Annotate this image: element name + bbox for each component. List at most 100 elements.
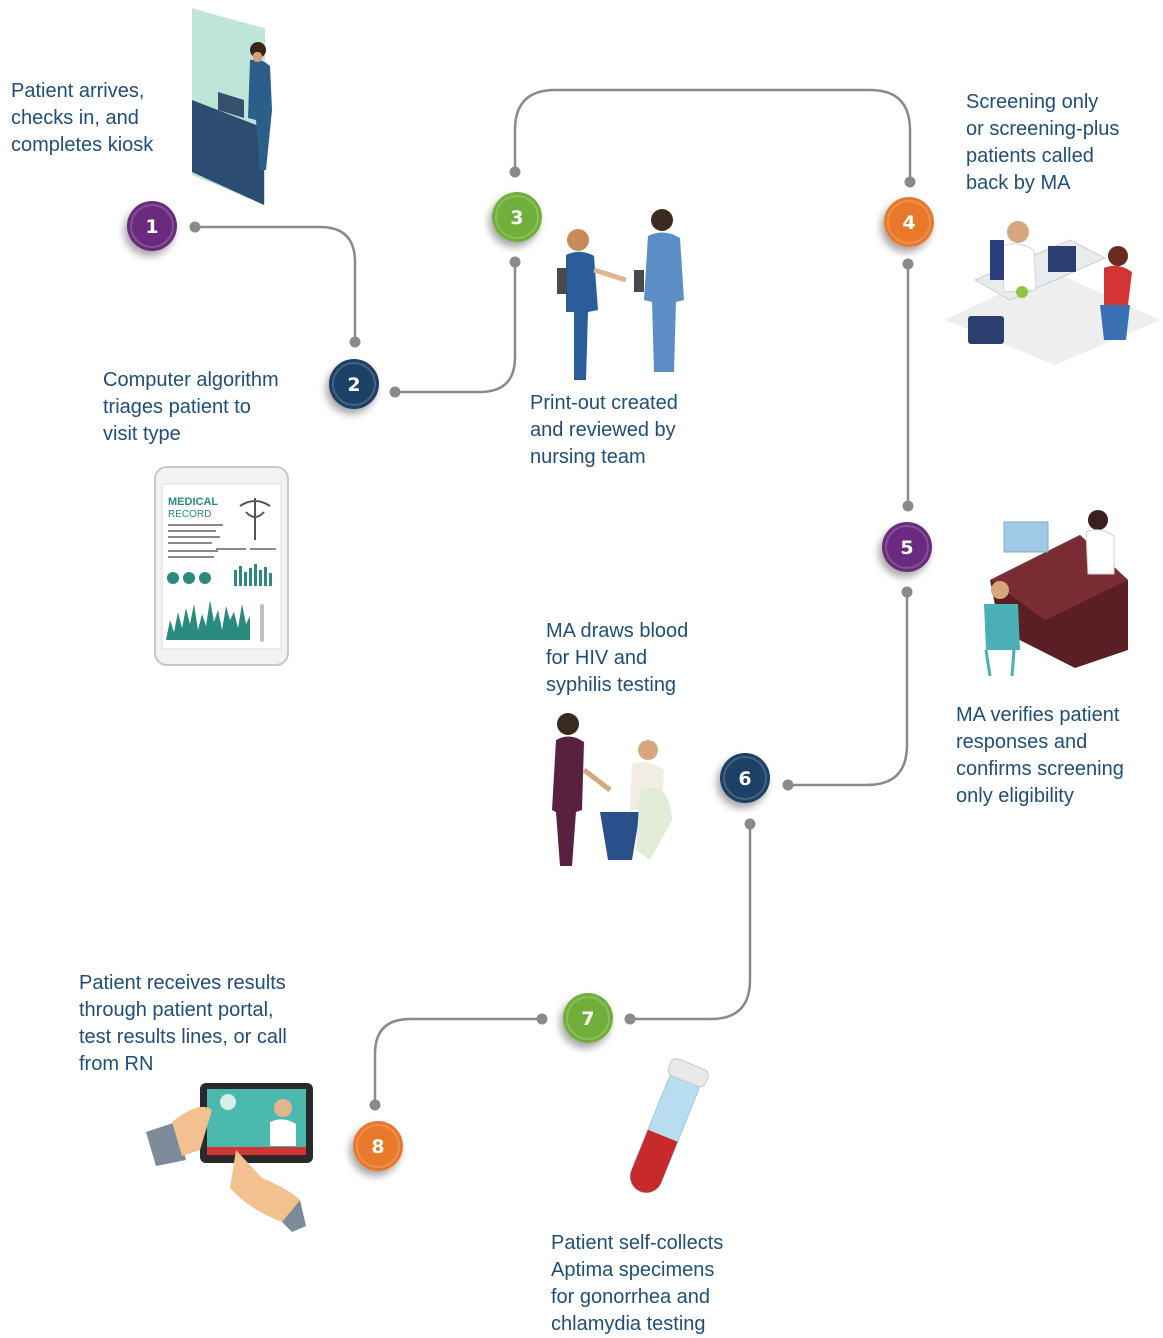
- consultation-illustration: [945, 221, 1160, 365]
- step-number: 5: [900, 537, 913, 559]
- badge-circle: [329, 359, 379, 409]
- step-3-line: Print-out created: [530, 392, 678, 414]
- blood-draw-illustration: [552, 713, 672, 866]
- waveform-graphic: [166, 600, 250, 640]
- step-6-line: syphilis testing: [546, 674, 677, 696]
- connector-6-7: [630, 824, 752, 1021]
- medical-record-tablet: MEDICAL RECORD: [154, 466, 289, 666]
- step-6-line: MA draws blood: [546, 620, 689, 642]
- step-number: 6: [738, 768, 751, 790]
- dot: [509, 256, 521, 268]
- step-4-line: back by MA: [966, 172, 1071, 194]
- step-1-description: Patient arrives, checks in, and complete…: [11, 78, 153, 159]
- badge-circle: [720, 753, 770, 803]
- specimen-tube-illustration: [629, 1058, 709, 1194]
- step-badges: 1 2 3 4 5 6 7 8: [127, 192, 934, 1171]
- step-6-badge: 6: [720, 753, 770, 803]
- step-8-line: test results lines, or call: [79, 1026, 287, 1048]
- step-7-line: Patient self-collects: [551, 1232, 724, 1254]
- step-number: 7: [581, 1008, 594, 1030]
- step-7-description: Patient self-collects Aptima specimens f…: [551, 1230, 723, 1338]
- step-8-line: Patient receives results: [79, 972, 286, 994]
- pie-chart-icon: [167, 572, 179, 584]
- connector-dots: [189, 166, 916, 1111]
- badge-ring: [723, 756, 767, 800]
- step-7-line: chlamydia testing: [551, 1313, 706, 1335]
- connectors: [195, 88, 912, 1105]
- step-3-description: Print-out created and reviewed by nursin…: [530, 390, 678, 471]
- tablet-title: MEDICAL: [168, 496, 218, 508]
- patient-portal-illustration: [146, 1083, 313, 1232]
- step-7-badge: 7: [563, 993, 613, 1043]
- step-5-description: MA verifies patient responses and confir…: [956, 702, 1124, 810]
- step-4-line: or screening-plus: [966, 118, 1120, 140]
- kiosk-screen: [218, 92, 244, 118]
- step-8-line: from RN: [79, 1053, 154, 1075]
- step-number: 2: [347, 374, 360, 396]
- connector-3-4: [513, 88, 912, 182]
- dot: [389, 386, 401, 398]
- step-3-badge: 3: [492, 192, 542, 242]
- step-8-description: Patient receives results through patient…: [79, 970, 287, 1078]
- nursing-team-illustration: [557, 209, 684, 380]
- connector-7-8: [373, 1017, 542, 1105]
- dot: [902, 258, 914, 270]
- badge-ring: [332, 362, 376, 406]
- dot: [509, 166, 521, 178]
- badge-circle: [563, 993, 613, 1043]
- dot: [901, 586, 913, 598]
- dot: [349, 336, 361, 348]
- badge-ring: [495, 195, 539, 239]
- dot: [624, 1013, 636, 1025]
- step-6-description: MA draws blood for HIV and syphilis test…: [546, 618, 688, 699]
- step-3-line: and reviewed by: [530, 419, 676, 441]
- step-number: 3: [510, 207, 523, 229]
- step-5-line: MA verifies patient: [956, 704, 1120, 726]
- connector-2-3: [395, 262, 517, 394]
- step-2-badge: 2: [329, 359, 379, 409]
- pie-chart-icon: [199, 572, 211, 584]
- badge-ring: [885, 525, 929, 569]
- step-4-description: Screening only or screening-plus patient…: [966, 89, 1119, 197]
- badge-circle: [884, 197, 934, 247]
- badge-circle: [127, 201, 177, 251]
- step-5-line: responses and: [956, 731, 1088, 753]
- verification-illustration: [984, 510, 1128, 677]
- badge-ring: [130, 204, 174, 248]
- dot: [904, 176, 916, 188]
- step-1-badge: 1: [127, 201, 177, 251]
- bar-graphic: [234, 564, 272, 586]
- badge-circle: [492, 192, 542, 242]
- step-5-line: only eligibility: [956, 785, 1074, 807]
- step-number: 1: [145, 216, 158, 238]
- connector-5-6: [788, 592, 909, 787]
- step-1-line: checks in, and: [11, 107, 139, 129]
- dot: [536, 1013, 548, 1025]
- step-number: 4: [902, 212, 915, 234]
- step-7-line: Aptima specimens: [551, 1259, 715, 1281]
- badge-circle: [882, 522, 932, 572]
- tablet-subtitle: RECORD: [168, 509, 211, 520]
- step-2-description: Computer algorithm triages patient to vi…: [103, 367, 279, 448]
- step-4-line: Screening only: [966, 91, 1099, 113]
- step-number: 8: [371, 1136, 384, 1158]
- step-1-line: completes kiosk: [11, 134, 154, 156]
- step-8-line: through patient portal,: [79, 999, 274, 1021]
- step-6-line: for HIV and: [546, 647, 648, 669]
- step-5-line: confirms screening: [956, 758, 1124, 780]
- step-2-line: triages patient to: [103, 396, 251, 418]
- step-2-line: Computer algorithm: [103, 369, 279, 391]
- receptionist-body: [248, 59, 272, 170]
- badge-circle: [353, 1121, 403, 1171]
- badge-ring: [356, 1124, 400, 1168]
- step-2-line: visit type: [103, 423, 181, 445]
- dot: [189, 221, 201, 233]
- dot: [782, 779, 794, 791]
- step-3-line: nursing team: [530, 446, 646, 468]
- step-7-line: for gonorrhea and: [551, 1286, 711, 1308]
- step-8-badge: 8: [353, 1121, 403, 1171]
- step-5-badge: 5: [882, 522, 932, 572]
- step-4-line: patients called: [966, 145, 1094, 167]
- step-4-badge: 4: [884, 197, 934, 247]
